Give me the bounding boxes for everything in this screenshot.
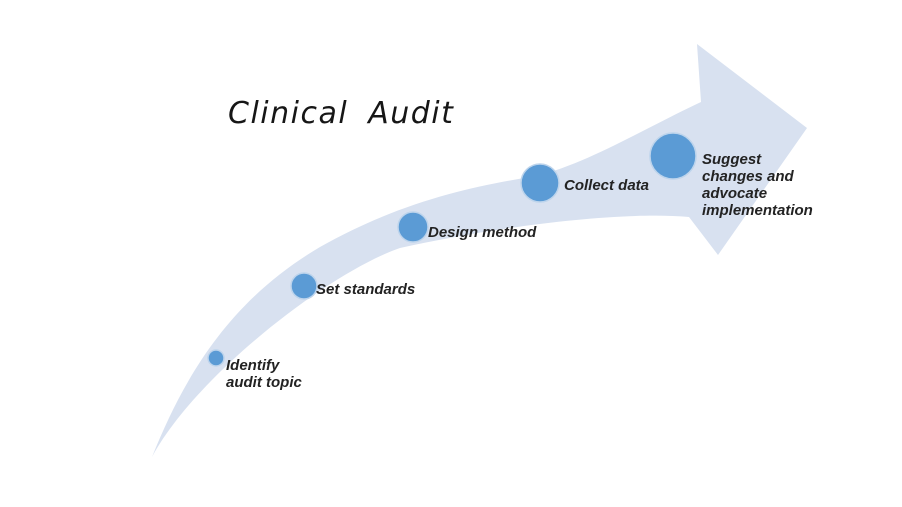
step-circle-2: [290, 272, 318, 300]
step-label-identify-audit-topic: Identify audit topic: [226, 357, 302, 391]
step-circle-4: [520, 163, 560, 203]
step-circle-3: [397, 211, 429, 243]
step-circle-5: [649, 132, 697, 180]
step-circle-1: [207, 349, 225, 367]
diagram-title: Clinical Audit: [228, 96, 455, 131]
step-label-collect-data: Collect data: [564, 177, 650, 194]
curved-arrow-shape: [152, 44, 807, 457]
step-label-set-standards: Set standards: [316, 281, 416, 298]
step-label-design-method: Design method: [428, 224, 537, 241]
step-label-suggest-changes: Suggest changes and advocate implementat…: [702, 151, 813, 219]
